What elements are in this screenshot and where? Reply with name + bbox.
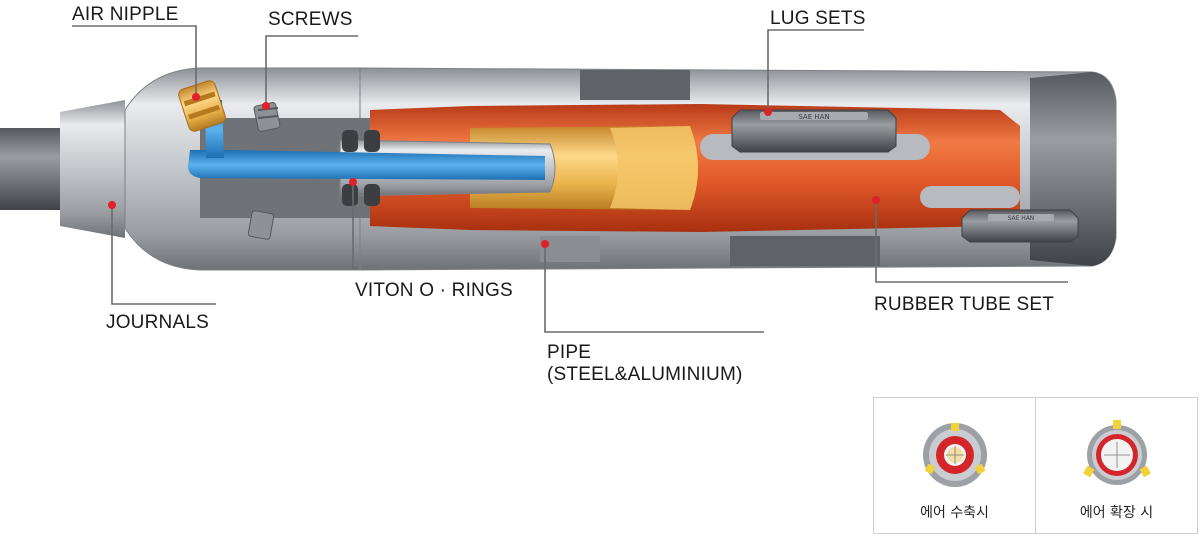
state-expanded: 에어 확장 시 [1035, 398, 1197, 533]
label-screws: SCREWS [268, 9, 353, 30]
expanded-section-icon [1082, 420, 1151, 485]
label-air-nipple: AIR NIPPLE [72, 4, 179, 25]
screw-bottom [247, 210, 275, 240]
brass-band [610, 126, 698, 210]
label-pipe: PIPE [547, 342, 591, 363]
lug-marking: SAE HAN [798, 113, 829, 121]
state-contracted-caption: 에어 수축시 [920, 505, 989, 521]
state-contracted: 에어 수축시 [874, 398, 1035, 533]
lug-marking-2: SAE HAN [1008, 215, 1035, 222]
label-viton-o-rings: VITON O · RINGS [355, 280, 513, 301]
journal-collar [60, 100, 125, 238]
groove-3 [540, 236, 600, 262]
lug-bottom: SAE HAN [961, 209, 1079, 243]
journal-stub [0, 128, 60, 210]
leader-dots [108, 93, 880, 248]
contracted-section-icon [922, 423, 987, 487]
air-nipple [178, 80, 226, 132]
air-channel [188, 150, 545, 180]
groove-2 [730, 236, 880, 266]
state-expanded-caption: 에어 확장 시 [1079, 505, 1154, 521]
label-lug-sets: LUG SETS [770, 8, 866, 29]
label-journals: JOURNALS [106, 312, 209, 333]
o-rings [342, 130, 380, 206]
lug-top: SAE HAN [731, 109, 897, 153]
groove-1 [580, 70, 690, 100]
rubber-slot-bottom [920, 186, 1020, 208]
label-rubber-tube-set: RUBBER TUBE SET [874, 294, 1054, 315]
leader-lines [72, 25, 1068, 333]
label-pipe-material: (STEEL&ALUMINIUM) [547, 364, 743, 385]
air-state-panel: 에어 수축시 에어 확장 시 [873, 397, 1198, 534]
